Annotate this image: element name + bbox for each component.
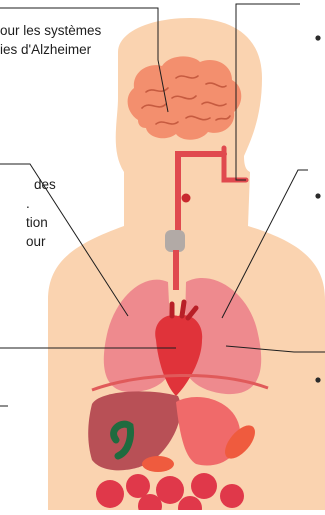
pancreas (142, 456, 174, 472)
callout-lungs-line-3: tion (0, 213, 56, 232)
airway-marker (182, 194, 191, 203)
brain (128, 56, 242, 139)
callout-brain-line-1: our les systèmes (0, 21, 101, 40)
bullet-2 (315, 193, 320, 198)
callout-lungs: des . tion our (0, 175, 56, 251)
callout-lungs-line-4: our (0, 232, 56, 251)
callout-brain: our les systèmes ies d'Alzheimer (0, 21, 101, 59)
bullet-1 (315, 35, 320, 40)
callout-brain-line-2: ies d'Alzheimer (0, 40, 101, 59)
callout-lungs-line-1: des (0, 175, 56, 194)
lower-trachea (173, 250, 179, 290)
callout-lungs-line-2: . (0, 194, 56, 213)
thyroid (165, 230, 185, 252)
bullet-3 (315, 377, 320, 382)
